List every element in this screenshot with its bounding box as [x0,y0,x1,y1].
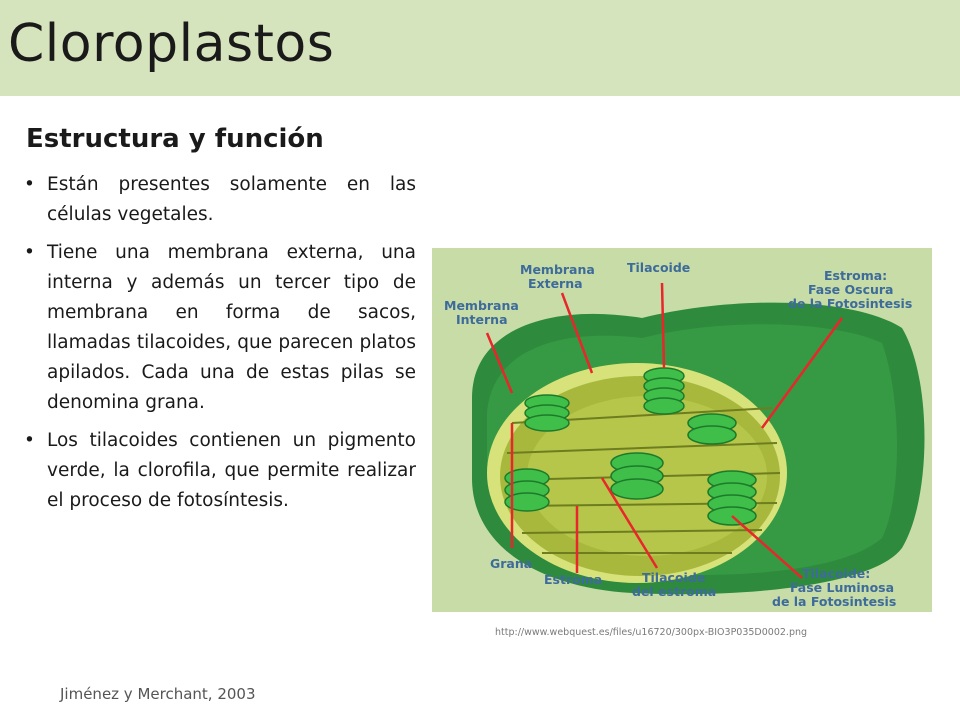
page-title: Cloroplastos [8,14,335,74]
bullet-item: • Los tilacoides contienen un pigmento ve… [22,426,416,516]
grana-stacks [504,367,757,526]
label-grana: Grana [490,556,532,571]
bullet-dot: • [24,174,35,195]
bullet-dot: • [24,242,35,263]
bullet-dot: • [24,430,35,451]
bullet-list: • Están presentes solamente en las célula… [22,170,416,524]
citation: Jiménez y Merchant, 2003 [60,685,256,703]
bullet-text: Los tilacoides contienen un pigmento ver… [47,430,416,511]
bullet-item: • Tiene una membrana externa, una interna… [22,238,416,418]
pointer-lines [485,282,844,579]
bullet-item: • Están presentes solamente en las célula… [22,170,416,230]
image-source-url: http://www.webquest.es/files/u16720/300p… [495,627,808,638]
bullet-text: Tiene una membrana externa, una interna … [47,242,416,413]
section-subtitle: Estructura y función [26,124,324,154]
label-estroma: Estroma [544,572,602,587]
label-tilacoide: Tilacoide [627,260,690,275]
bullet-text: Están presentes solamente en las células… [47,174,416,225]
title-bar: Cloroplastos [0,0,960,96]
